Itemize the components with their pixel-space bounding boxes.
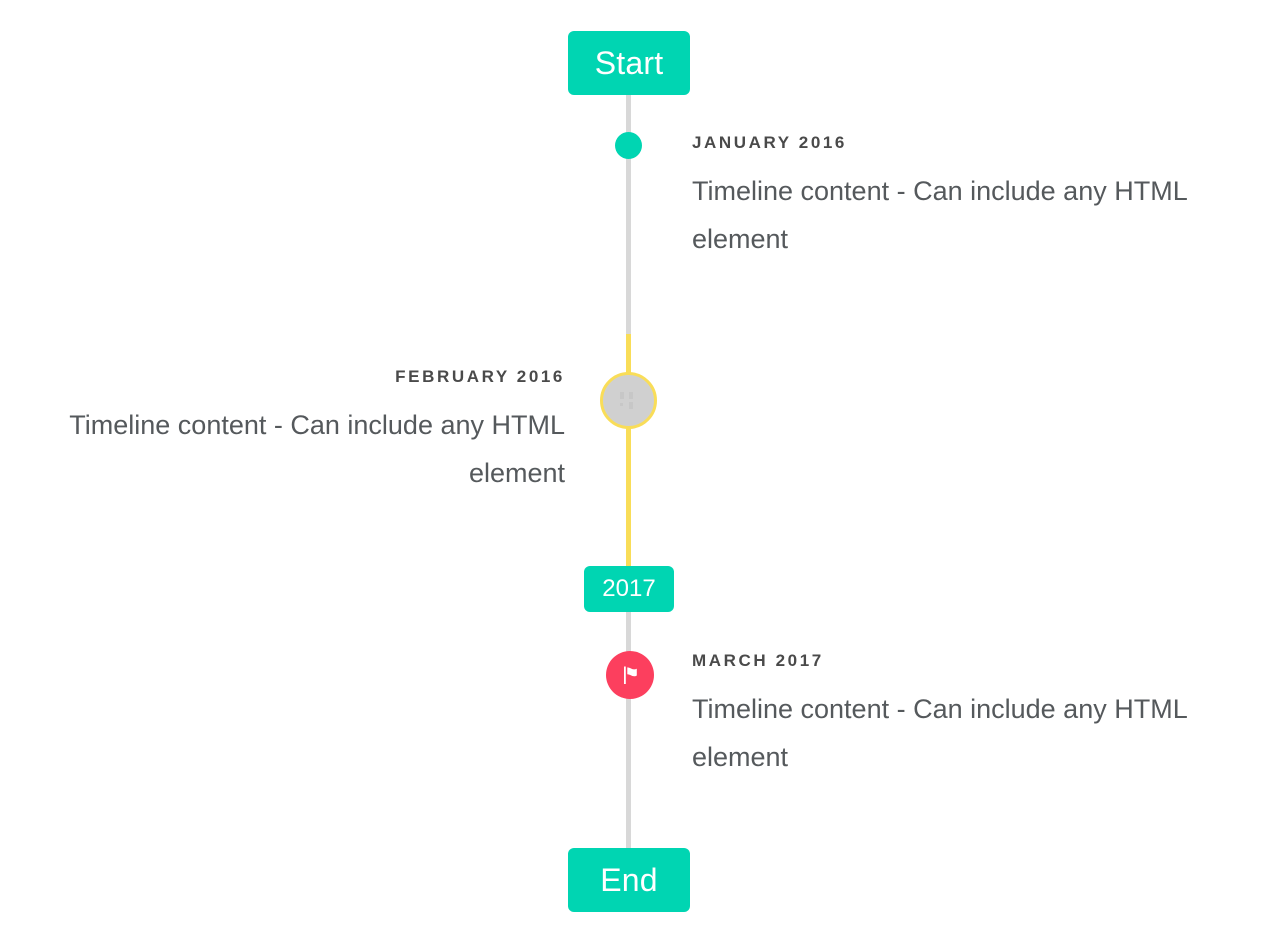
timeline-marker-flag-march[interactable] <box>606 651 654 699</box>
timeline-entry-march: March 2017 Timeline content - Can includ… <box>692 652 1232 781</box>
timeline-entry-february: February 2016 Timeline content - Can inc… <box>20 368 565 497</box>
timeline-end-badge[interactable]: End <box>568 848 690 912</box>
timeline-entry-date: January 2016 <box>692 133 847 152</box>
broken-image-icon <box>619 391 639 411</box>
timeline-entry-january: January 2016 Timeline content - Can incl… <box>692 134 1232 263</box>
timeline-entry-body: Timeline content - Can include any HTML … <box>692 176 1187 255</box>
timeline-year-badge[interactable]: 2017 <box>584 566 674 612</box>
timeline-rail-upper <box>626 95 631 336</box>
timeline-start-badge[interactable]: Start <box>568 31 690 95</box>
timeline-marker-image-february[interactable] <box>600 372 657 429</box>
timeline-rail-highlight <box>626 334 631 566</box>
flag-icon <box>624 666 637 684</box>
timeline-entry-date: March 2017 <box>692 651 824 670</box>
timeline-entry-body: Timeline content - Can include any HTML … <box>69 410 565 489</box>
timeline-rail-lower <box>626 612 631 850</box>
timeline-entry-date: February 2016 <box>395 367 565 386</box>
timeline-marker-dot-january[interactable] <box>615 132 642 159</box>
timeline-entry-body: Timeline content - Can include any HTML … <box>692 694 1187 773</box>
